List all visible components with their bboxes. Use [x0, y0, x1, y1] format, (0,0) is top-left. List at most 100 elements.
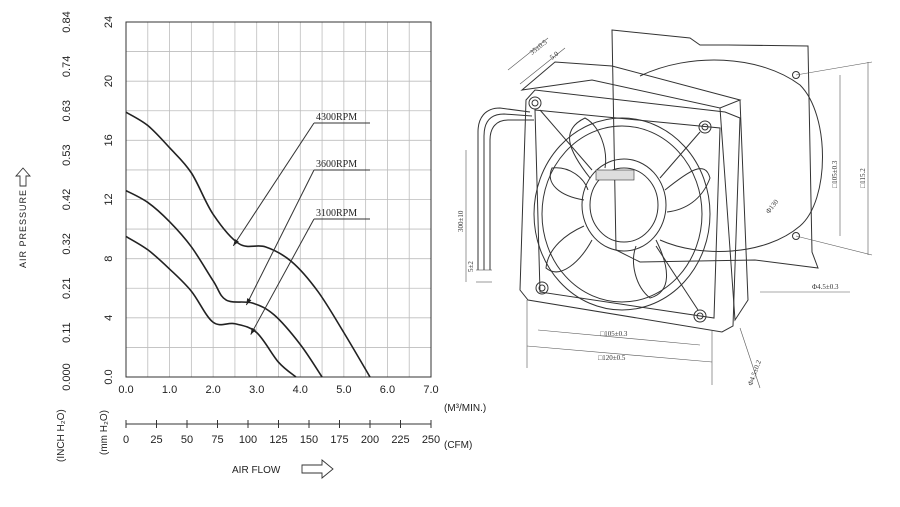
cfm-tick-label: 0: [123, 434, 129, 446]
leader-arrowhead: [246, 298, 252, 306]
y-tick-label-inch: 0.74: [61, 56, 73, 77]
fan-hub: [581, 158, 667, 252]
mount-hole-top-right: [698, 120, 712, 134]
x-tick-label: 1.0: [162, 384, 177, 396]
mount-hole-bottom-left: [535, 281, 549, 295]
cfm-tick-label: 100: [239, 434, 257, 446]
y-tick-label-inch: 0.84: [61, 11, 73, 32]
x2-axis-unit: (CFM): [444, 440, 472, 451]
fan-dimension-drawing: 35±0.5 5.0 300±10 5±2 □105±0.3 □115.2 Φ1…: [457, 29, 873, 389]
y-tick-label-inch: 0.53: [61, 144, 73, 165]
dim-lead-length: 300±10: [457, 210, 465, 232]
fan-label-sticker: [595, 169, 635, 181]
curve-3600rpm: [125, 189, 323, 378]
y-axis-unit-mm: (mm H₂O): [99, 410, 110, 455]
dim-front-hole: Φ4.5±0.2: [746, 359, 763, 387]
cfm-tick-label: 150: [300, 434, 318, 446]
curve-label-3600rpm: 3600RPM: [316, 159, 357, 170]
horizontal-gridlines: [126, 51, 431, 348]
y-tick-label-inch: 0.63: [61, 100, 73, 121]
fan-venturi-ring: [533, 117, 711, 311]
x-axis-unit: (M³/MIN.): [444, 403, 486, 414]
cfm-tick-label: 175: [330, 434, 348, 446]
dim-rear-size: □115.2: [859, 168, 867, 188]
rear-mount-hole: [792, 71, 800, 79]
dim-rear-hole-pitch: □105±0.3: [831, 160, 839, 188]
cfm-tick-label: 25: [150, 434, 162, 446]
leader-line: [250, 218, 315, 335]
dim-hole-pitch: □105±0.3: [600, 330, 628, 338]
fan-blade: [569, 117, 607, 179]
leader-arrowhead: [233, 239, 239, 246]
air-flow-title: AIR FLOW: [232, 465, 281, 476]
x-tick-label: 4.0: [293, 384, 308, 396]
curve-4300rpm: [125, 111, 371, 378]
dim-line: [537, 329, 701, 346]
mount-hole-top-left: [528, 96, 542, 110]
fan-blade: [664, 168, 711, 213]
dim-extension: [795, 61, 873, 76]
cfm-tick-label: 125: [269, 434, 287, 446]
cfm-tick-label: 75: [211, 434, 223, 446]
fan-strut: [539, 109, 593, 171]
cfm-tick-label: 200: [361, 434, 379, 446]
rear-mount-hole: [792, 232, 800, 240]
dim-depth: 35±0.5: [528, 38, 549, 57]
fan-front-frame-inner: [534, 109, 721, 319]
mount-hole-inner: [538, 284, 546, 292]
arrow-up-icon: [15, 167, 31, 187]
x-tick-label: 5.0: [336, 384, 351, 396]
y-tick-label-inch: 0.42: [61, 189, 73, 210]
x-tick-label: 0.0: [118, 384, 133, 396]
fan-strut: [655, 245, 699, 311]
cfm-tick-label: 50: [181, 434, 193, 446]
cfm-tick-label: 250: [422, 434, 440, 446]
arrow-right-icon: [301, 459, 334, 479]
y-tick-label-inch: 0.32: [61, 233, 73, 254]
dim-line: [739, 327, 761, 389]
fan-lead-wire: [489, 119, 534, 270]
x-tick-label: 2.0: [205, 384, 220, 396]
y-tick-label-mm: 20: [103, 75, 115, 87]
fan-strut: [659, 131, 701, 179]
x-tick-label: 3.0: [249, 384, 264, 396]
dim-extension: [795, 235, 873, 256]
y-tick-label-mm: 16: [103, 134, 115, 146]
dim-diameter: Φ130: [764, 198, 780, 216]
curve-label-3100rpm: 3100RPM: [316, 208, 357, 219]
curve-label-4300rpm: 4300RPM: [316, 112, 357, 123]
y-tick-label-inch: 0.11: [61, 322, 73, 343]
fan-blade: [633, 239, 668, 299]
mount-hole-bottom-right: [693, 309, 707, 323]
dim-strip: 5±2: [467, 261, 475, 272]
fan-side-edge: [719, 99, 749, 322]
y-tick-label-mm: 4: [103, 315, 115, 321]
mount-hole-inner: [701, 123, 709, 131]
dim-frame-size: □120±0.5: [598, 354, 626, 362]
x-tick-label: 6.0: [380, 384, 395, 396]
y-tick-label-inch: 0.000: [61, 363, 73, 391]
dim-line: [507, 37, 549, 71]
fan-lead-wire: [483, 113, 533, 270]
fan-lead-wire: [477, 107, 531, 270]
y-tick-label-inch: 0.21: [61, 278, 73, 299]
mount-hole-inner: [531, 99, 539, 107]
leader-arrowhead: [250, 327, 256, 335]
y-tick-label-mm: 12: [103, 193, 115, 205]
dim-line: [519, 47, 566, 85]
performance-chart: 4300RPM 3600RPM 3100RPM 0.0 1.0 2.0 3.0 4.0 5.0…: [15, 11, 486, 479]
fan-blade: [549, 167, 589, 201]
fan-hub-inner: [589, 167, 659, 243]
y-tick-label-mm: 8: [103, 256, 115, 262]
fan-blade: [545, 225, 593, 273]
dim-line: [526, 345, 713, 363]
curves: [125, 111, 371, 378]
y-tick-label-mm: 0.0: [103, 369, 115, 384]
leader-line: [232, 122, 315, 247]
fan-rear-view: [611, 29, 819, 269]
y-axis-unit-inch: (INCH H₂O): [56, 409, 67, 462]
curve-3100rpm: [125, 235, 297, 378]
